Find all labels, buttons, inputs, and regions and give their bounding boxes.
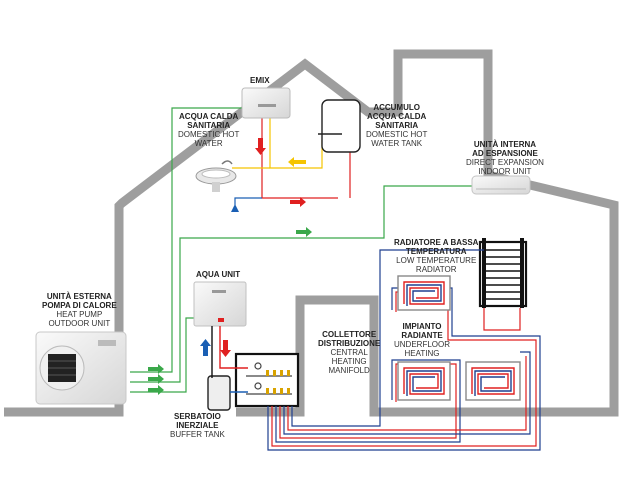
buffer-tank-icon	[207, 375, 231, 411]
indoor-unit-label: UNITÀ INTERNA AD ESPANSIONE DIRECT EXPAN…	[466, 140, 544, 176]
radiator-label: RADIATORE A BASSA TEMPERATURA LOW TEMPER…	[394, 238, 479, 274]
flow-arrow-icon	[148, 138, 312, 395]
water-tank-icon	[318, 99, 361, 153]
underfloor-loop-icon	[397, 275, 521, 401]
manifold-icon	[234, 352, 300, 408]
towel-radiator-icon	[478, 238, 528, 308]
underfloor-label: IMPIANTO RADIANTE UNDERFLOOR HEATING	[394, 322, 451, 358]
sink-icon	[195, 160, 237, 192]
emix-unit-icon	[241, 87, 291, 119]
tank-label: ACCUMULO ACQUA CALDA SANITARIA DOMESTIC …	[366, 103, 428, 148]
heat-pump-icon	[35, 331, 127, 405]
buffer-tank-label: SERBATOIO INERZIALE BUFFER TANK	[170, 412, 225, 439]
aqua-unit-icon	[193, 281, 247, 327]
manifold-label: COLLETTORE DISTRIBUZIONE CENTRAL HEATING…	[318, 330, 381, 375]
dhw-label: ACQUA CALDA SANITARIA DOMESTIC HOT WATER	[178, 112, 240, 148]
aqua-unit-label: AQUA UNIT	[196, 270, 241, 279]
outdoor-unit-label: UNITÀ ESTERNA POMPA DI CALORE HEAT PUMP …	[42, 292, 117, 328]
split-ac-icon	[471, 175, 531, 195]
house-outline	[4, 49, 619, 417]
aqua-pipes	[211, 326, 248, 393]
valve-icon	[231, 204, 239, 212]
emix-label: EMIX	[250, 76, 270, 85]
